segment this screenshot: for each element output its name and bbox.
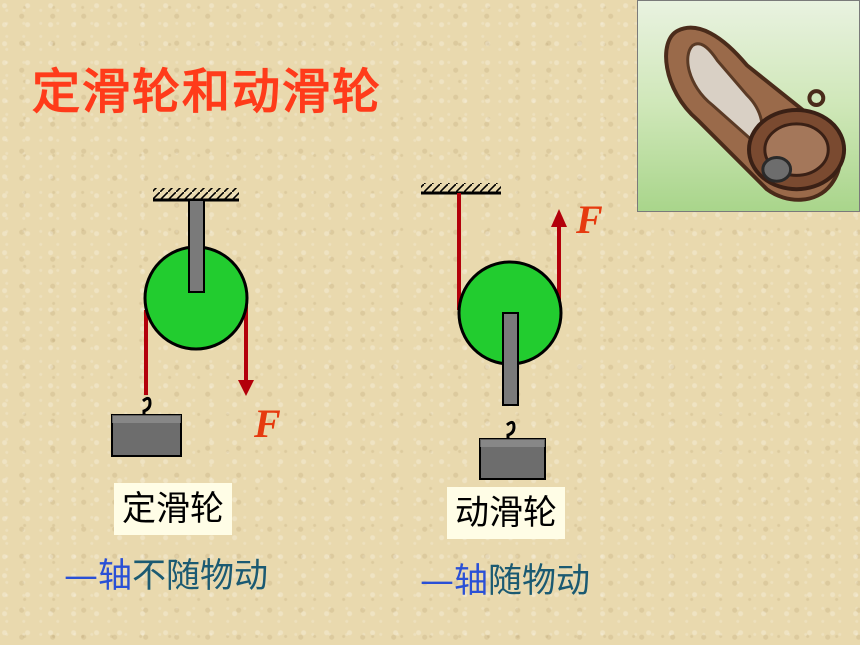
movable-desc-dash: — [420,561,454,601]
fixed-pulley [111,188,254,457]
movable-axle [502,312,519,406]
fixed-axle [188,199,205,293]
movable-pulley-desc: —轴随物动 [420,553,590,602]
movable-hook [506,420,516,441]
movable-pulley [421,183,567,480]
movable-desc-axis: 轴 [454,561,488,601]
movable-pulley-label: 动滑轮 [447,487,565,539]
movable-desc-rest: 随物动 [488,561,590,601]
fixed-hook [142,396,152,417]
fixed-desc-rest: 不随物动 [132,556,268,596]
fixed-pulley-desc: —轴不随物动 [64,548,268,597]
fixed-force-label: F [254,401,281,446]
pulley-photo-icon [637,0,860,212]
fixed-desc-dash: — [64,556,98,596]
fixed-pulley-label: 定滑轮 [114,483,232,535]
movable-force-arrow [551,209,567,227]
fixed-desc-axis: 轴 [98,556,132,596]
fixed-ceiling [153,188,239,200]
fixed-force-arrow [238,380,254,396]
movable-ceiling [421,183,501,193]
movable-force-label: F [576,197,603,242]
page-title: 定滑轮和动滑轮 [32,64,383,120]
